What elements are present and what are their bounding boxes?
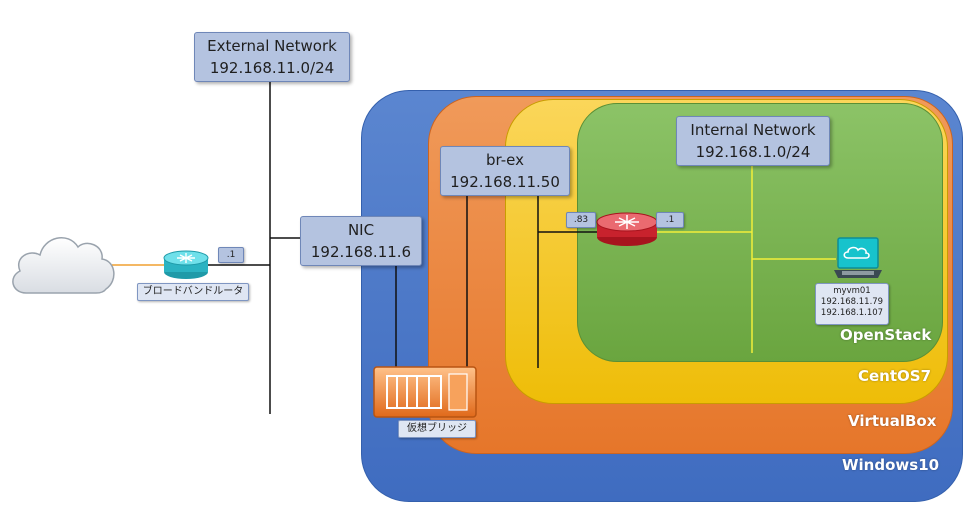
broadband-router-label: ブロードバンドルータ	[137, 283, 249, 301]
centos7-label: CentOS7	[858, 367, 932, 385]
vm-label: myvm01 192.168.11.79 192.168.1.107	[815, 283, 889, 325]
virtualbox-label: VirtualBox	[848, 412, 937, 430]
br-ex-box: br-ex 192.168.11.50	[440, 146, 570, 196]
vm-ip-internal: 192.168.1.107	[820, 308, 884, 318]
openstack-label: OpenStack	[840, 326, 932, 344]
windows10-label: Windows10	[842, 456, 940, 474]
nic-box: NIC 192.168.11.6	[300, 216, 422, 266]
router-external-port-label: .83	[566, 212, 596, 228]
router-internal-port-label: .1	[656, 212, 684, 228]
vm-ip-external: 192.168.11.79	[820, 297, 884, 307]
br-ex-ip: 192.168.11.50	[450, 173, 560, 191]
internal-network-name: Internal Network	[690, 121, 816, 139]
broadband-router-icon	[163, 250, 209, 279]
broadband-router-port-label: .1	[218, 247, 244, 263]
virtual-bridge-icon	[373, 366, 477, 418]
internal-network-subnet: 192.168.1.0/24	[695, 143, 811, 161]
vm-laptop-icon	[834, 237, 882, 278]
virtual-bridge-label: 仮想ブリッジ	[398, 420, 476, 438]
external-network-name: External Network	[207, 37, 337, 55]
internal-network-box: Internal Network 192.168.1.0/24	[676, 116, 830, 166]
external-network-box: External Network 192.168.11.0/24	[194, 32, 350, 82]
nic-name: NIC	[347, 221, 375, 239]
openstack-router-icon	[596, 212, 658, 246]
cloud-icon	[12, 237, 115, 294]
nic-ip: 192.168.11.6	[310, 243, 412, 261]
external-network-subnet: 192.168.11.0/24	[209, 59, 335, 77]
br-ex-name: br-ex	[486, 151, 524, 169]
vm-name: myvm01	[833, 286, 871, 296]
